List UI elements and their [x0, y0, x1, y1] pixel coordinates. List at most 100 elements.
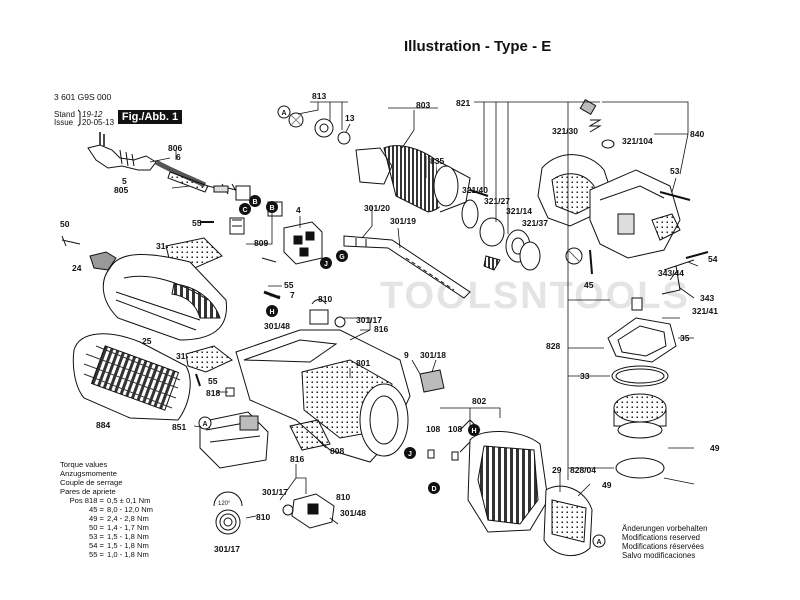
svg-text:J: J: [408, 451, 412, 458]
svg-text:A: A: [596, 539, 601, 546]
part-810-spring: 810: [256, 512, 270, 522]
svg-text:D: D: [431, 486, 436, 493]
part-343-44: 343/44: [658, 268, 684, 278]
part-840: 840: [690, 129, 704, 139]
issue-label: Issue: [54, 118, 74, 127]
diagram-title: Illustration - Type - E: [404, 38, 552, 55]
part-809: 809: [254, 238, 268, 248]
part-808: 808: [330, 446, 344, 456]
part-828: 828: [546, 341, 560, 351]
svg-text:A: A: [202, 421, 207, 428]
part-321-30: 321/30: [552, 126, 578, 136]
part-108-b: 108: [448, 424, 462, 434]
part-321-37: 321/37: [522, 218, 548, 228]
part-321-104: 321/104: [622, 136, 653, 146]
torque-table: Torque values Anzugsmomente Couple de se…: [60, 460, 153, 559]
torque-header-fr: Couple de serrage: [60, 478, 123, 487]
part-9: 9: [404, 350, 409, 360]
part-53: 53: [670, 166, 680, 176]
document-number: 3 601 G9S 000: [54, 92, 112, 102]
part-45: 45: [584, 280, 594, 290]
part-301-19: 301/19: [390, 216, 416, 226]
callout-j-brush: J: [320, 257, 332, 269]
part-49-lower: 49: [602, 480, 612, 490]
notice-line-es: Salvo modificaciones: [622, 551, 696, 560]
part-33: 33: [580, 371, 590, 381]
callout-b-cable: B: [266, 201, 278, 213]
part-301-20: 301/20: [364, 203, 390, 213]
svg-text:A: A: [281, 110, 286, 117]
torque-row: Pos 818 =0,5 ± 0,1 Nm: [69, 496, 151, 505]
part-810-mid: 810: [318, 294, 332, 304]
callout-a-airguide: A: [592, 534, 606, 548]
part-818: 818: [206, 388, 220, 398]
part-7: 7: [290, 290, 295, 300]
part-343: 343: [700, 293, 714, 303]
torque-row: 50 =1,4 - 1,7 Nm: [89, 523, 149, 532]
torque-row: 55 =1,0 - 1,8 Nm: [89, 550, 149, 559]
notice-line-en: Modifications reserved: [622, 533, 701, 542]
part-801: 801: [356, 358, 370, 368]
torque-row: 49 =2,4 - 2,8 Nm: [89, 514, 149, 523]
part-24: 24: [72, 263, 82, 273]
modification-notice: Änderungen vorbehalten Modifications res…: [622, 524, 707, 560]
callout-a-top: A: [277, 105, 291, 119]
figure-label: Fig./Abb. 1: [118, 110, 182, 124]
issue-date: 20-05-13: [82, 118, 115, 127]
notice-line-de: Änderungen vorbehalten: [622, 524, 708, 533]
part-851: 851: [172, 422, 186, 432]
part-321-14: 321/14: [506, 206, 532, 216]
callout-h-screw: H: [266, 305, 278, 317]
part-301-17-spring: 301/17: [214, 544, 240, 554]
part-835: 835: [430, 156, 444, 166]
callout-c-left: C: [239, 203, 251, 215]
stand-label: Stand: [54, 110, 75, 119]
part-29: 29: [552, 465, 562, 475]
torque-row: 54 =1,5 - 1,8 Nm: [89, 541, 149, 550]
torque-header-de: Anzugsmomente: [60, 469, 117, 478]
part-821: 821: [456, 98, 470, 108]
torque-row: 53 =1,5 - 1,8 Nm: [89, 532, 149, 541]
callout-b-plug: B: [249, 195, 261, 207]
svg-text:B: B: [269, 205, 274, 212]
part-35: 35: [680, 333, 690, 343]
svg-text:C: C: [242, 207, 247, 214]
part-55-mid: 55: [284, 280, 294, 290]
part-4: 4: [296, 205, 301, 215]
part-49-upper: 49: [710, 443, 720, 453]
part-806: 806: [168, 143, 182, 153]
torque-header-en: Torque values: [60, 460, 108, 469]
part-31-lower: 31: [176, 351, 186, 361]
part-13: 13: [345, 113, 355, 123]
watermark-text: TOOLSNTOOLS: [380, 275, 690, 317]
part-321-41: 321/41: [692, 306, 718, 316]
callout-h-stator: H: [468, 424, 480, 436]
part-301-48-lower: 301/48: [340, 508, 366, 518]
part-816-mid: 816: [374, 324, 388, 334]
callout-g-brush: G: [336, 250, 348, 262]
callout-d-stator: D: [428, 482, 440, 494]
notice-line-fr: Modifications réservées: [622, 542, 704, 551]
part-55-lower: 55: [208, 376, 218, 386]
part-884: 884: [96, 420, 110, 430]
svg-text:B: B: [252, 199, 257, 206]
callout-a-switch: A: [198, 416, 212, 430]
part-301-18: 301/18: [420, 350, 446, 360]
callout-j-housing: J: [404, 447, 416, 459]
part-5: 5: [122, 176, 127, 186]
part-6: 6: [176, 152, 181, 162]
svg-text:H: H: [269, 309, 274, 316]
part-301-17-lower: 301/17: [262, 487, 288, 497]
part-301-48-mid: 301/48: [264, 321, 290, 331]
torque-row: 45 =8,0 - 12,0 Nm: [89, 505, 154, 514]
part-31-top: 31: [156, 241, 166, 251]
svg-text:J: J: [324, 261, 328, 268]
svg-text:G: G: [339, 254, 345, 261]
part-803: 803: [416, 100, 430, 110]
part-828-04: 828/04: [570, 465, 596, 475]
svg-text:H: H: [471, 428, 476, 435]
part-50: 50: [60, 219, 70, 229]
part-108-a: 108: [426, 424, 440, 434]
part-810-lower: 810: [336, 492, 350, 502]
